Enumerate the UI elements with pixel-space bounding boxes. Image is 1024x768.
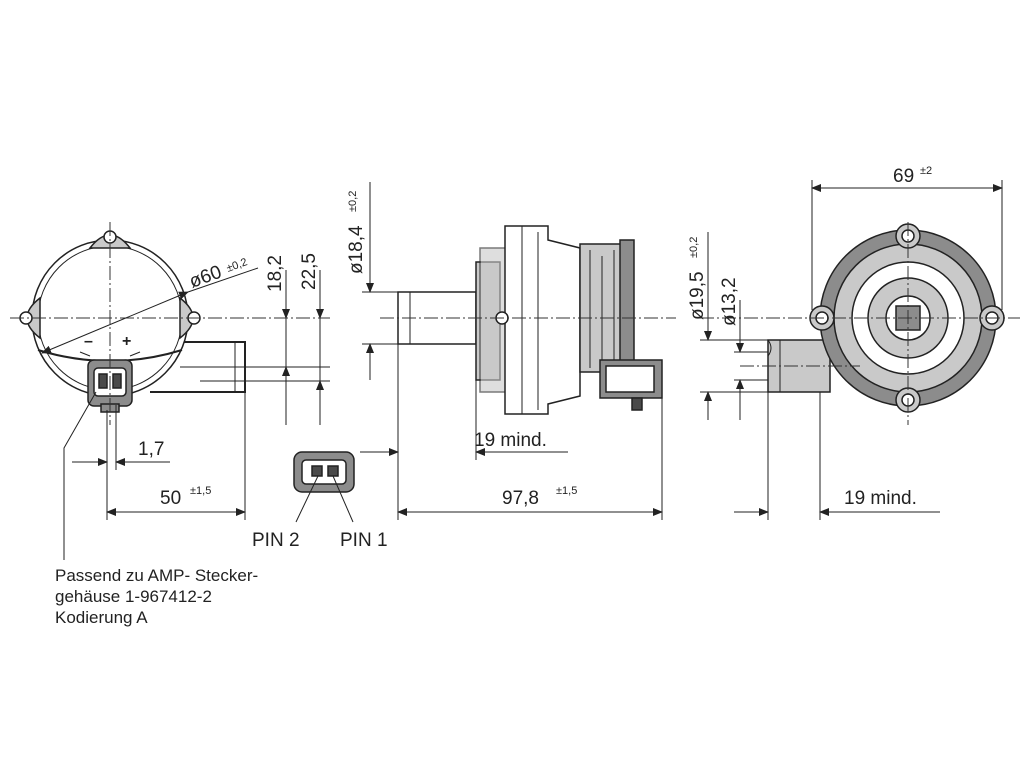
front-diameter-value: ø60: [187, 262, 225, 293]
front-view: [10, 222, 330, 560]
side-min-length: 19 mind.: [474, 430, 547, 451]
dim-50-tolerance: ±1,5: [190, 485, 211, 497]
side-diameter-tolerance: ±0,2: [347, 191, 359, 212]
plus-sign: +: [122, 333, 131, 350]
side-diameter-value: ø18,4: [346, 225, 367, 274]
rear-width-value: 69: [893, 166, 914, 187]
rear-view: [700, 180, 1020, 520]
side-view: [360, 182, 676, 520]
dim-18-2: 18,2: [265, 255, 286, 292]
rear-min-length: 19 mind.: [844, 488, 917, 509]
pin2-label: PIN 2: [252, 530, 300, 551]
dim-22-5: 22,5: [299, 253, 320, 290]
connector-note-line3: Kodierung A: [55, 608, 148, 627]
dim-1-7: 1,7: [138, 439, 164, 460]
side-total-length-tolerance: ±1,5: [556, 485, 577, 497]
minus-sign: –: [84, 333, 93, 350]
rear-inner-diameter: ø13,2: [719, 277, 740, 326]
pin1-label: PIN 1: [340, 530, 388, 551]
connector-note-line2: gehäuse 1-967412-2: [55, 587, 212, 606]
rear-outer-diameter-tolerance: ±0,2: [688, 237, 700, 258]
side-total-length: 97,8: [502, 488, 539, 509]
dim-50: 50: [160, 488, 181, 509]
rear-outer-diameter: ø19,5: [687, 271, 708, 320]
rear-width-tolerance: ±2: [920, 165, 932, 177]
connector-detail: [293, 451, 355, 523]
connector-note-line1: Passend zu AMP- Stecker-: [55, 566, 258, 585]
